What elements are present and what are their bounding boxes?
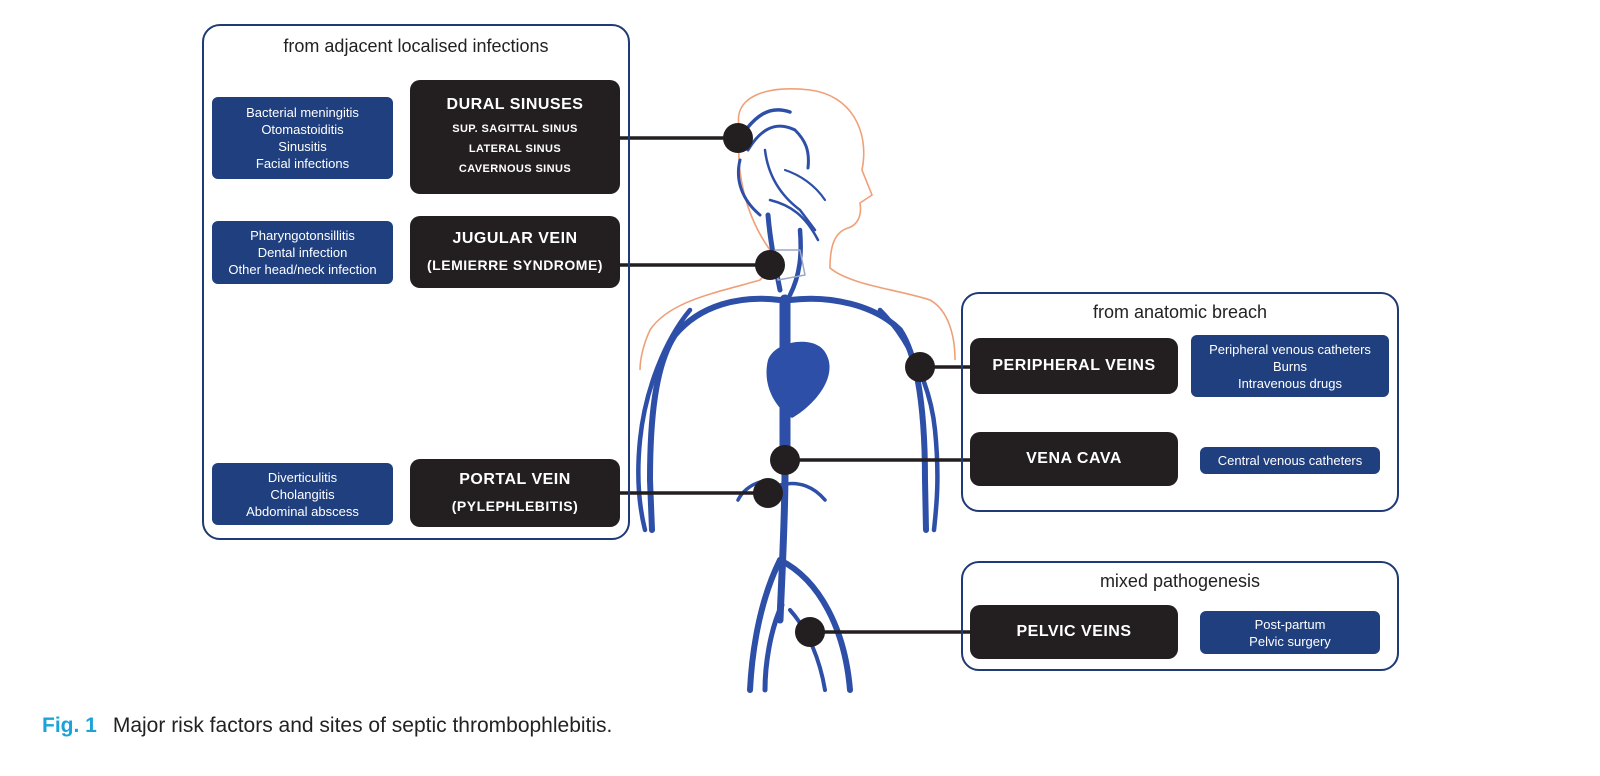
cause-item: Abdominal abscess (246, 503, 359, 519)
site-subtitle: LATERAL SINUS (468, 143, 562, 155)
group-adjacent-infections: from adjacent localised infections (202, 24, 630, 540)
site-title: JUGULAR VEIN (452, 230, 578, 247)
connector-lines (618, 136, 970, 634)
site-box-pelvic-veins: PELVIC VEINS (970, 605, 1178, 659)
group-title: from adjacent localised infections (283, 36, 549, 56)
cause-item: Cholangitis (270, 486, 335, 502)
heart-shape (766, 341, 830, 418)
site-subtitle: CAVERNOUS SINUS (458, 163, 572, 175)
cause-item: Other head/neck infection (228, 262, 377, 277)
cause-box-portal: Diverticulitis Cholangitis Abdominal abs… (212, 463, 393, 525)
thrombus-markers (723, 123, 935, 647)
site-title: DURAL SINUSES (446, 96, 584, 113)
group-title: mixed pathogenesis (1099, 571, 1261, 591)
cause-item: Burns (1273, 358, 1307, 374)
cause-item: Pelvic surgery (1249, 633, 1331, 649)
cause-box-peripheral: Peripheral venous catheters Burns Intrav… (1191, 335, 1389, 397)
group-anatomic-breach: from anatomic breach (961, 292, 1399, 512)
vein-network (636, 108, 940, 693)
vena-cava-marker (770, 445, 800, 475)
site-subtitle: (LEMIERRE SYNDROME) (427, 257, 603, 273)
septic-thrombophlebitis-diagram: from adjacent localised infections from … (202, 24, 1399, 693)
peripheral-marker (905, 352, 935, 382)
site-subtitle: (PYLEPHLEBITIS) (451, 498, 579, 514)
cause-box-vena-cava: Central venous catheters (1200, 447, 1380, 474)
cause-item: Central venous catheters (1217, 453, 1363, 468)
site-title: PORTAL VEIN (459, 471, 571, 488)
group-mixed-pathogenesis: mixed pathogenesis (961, 561, 1399, 671)
site-box-peripheral-veins: PERIPHERAL VEINS (970, 338, 1178, 394)
cause-item: Diverticulitis (267, 469, 338, 485)
cause-box-pelvic: Post-partum Pelvic surgery (1200, 611, 1380, 654)
site-title: VENA CAVA (1026, 450, 1122, 467)
figure-caption: Fig. 1 Major risk factors and sites of se… (42, 714, 612, 738)
portal-marker (753, 478, 783, 508)
site-box-portal-vein: PORTAL VEIN (PYLEPHLEBITIS) (410, 459, 620, 527)
site-subtitle: SUP. SAGITTAL SINUS (452, 123, 578, 135)
cause-item: Pharyngotonsillitis (250, 228, 355, 243)
site-title: PELVIC VEINS (1016, 623, 1132, 640)
cause-item: Peripheral venous catheters (1209, 341, 1371, 357)
cause-item: Post-partum (1254, 616, 1326, 632)
site-box-vena-cava: VENA CAVA (970, 432, 1178, 486)
cause-item: Dental infection (257, 245, 348, 260)
figure-label: Fig. 1 (42, 714, 97, 737)
cause-item: Intravenous drugs (1237, 375, 1343, 391)
site-box-dural-sinuses: DURAL SINUSES SUP. SAGITTAL SINUS LATERA… (410, 80, 620, 194)
caption-text: Major risk factors and sites of septic t… (112, 714, 613, 737)
cause-item: Bacterial meningitis (246, 105, 359, 120)
cause-item: Facial infections (255, 156, 350, 171)
body-vein-illustration (618, 88, 970, 693)
site-title: PERIPHERAL VEINS (992, 357, 1156, 374)
cause-item: Otomastoiditis (261, 122, 344, 137)
pelvic-marker (795, 617, 825, 647)
cause-box-jugular: Pharyngotonsillitis Dental infection Oth… (212, 221, 393, 284)
dural-marker (723, 123, 753, 153)
group-title: from anatomic breach (1092, 302, 1268, 322)
cause-box-dural: Bacterial meningitis Otomastoiditis Sinu… (212, 97, 393, 179)
cause-item: Sinusitis (278, 139, 327, 154)
jugular-marker (755, 250, 785, 280)
site-box-jugular-vein: JUGULAR VEIN (LEMIERRE SYNDROME) (410, 216, 620, 288)
